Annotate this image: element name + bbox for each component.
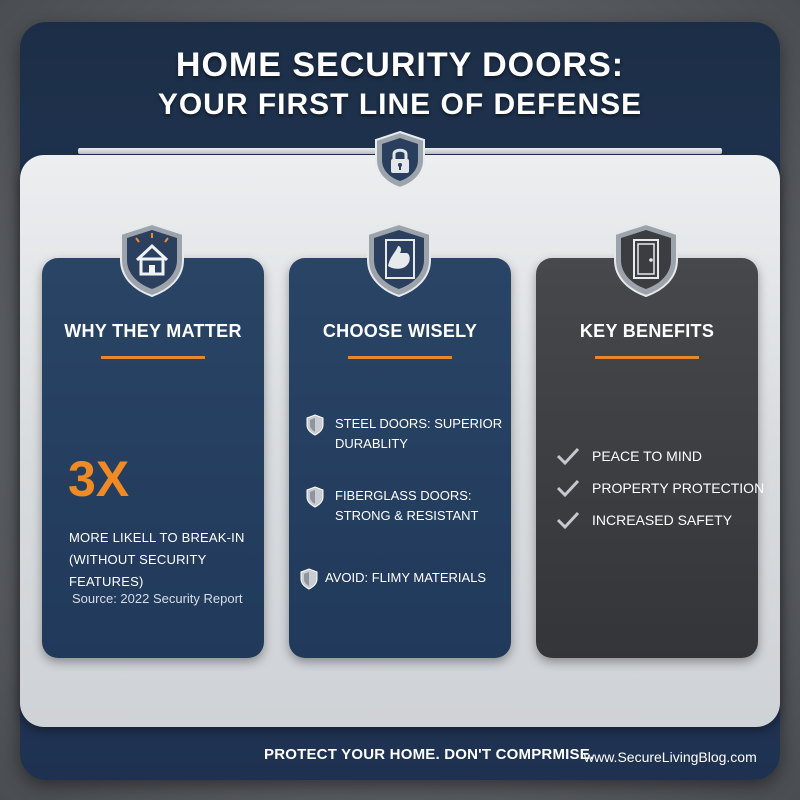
page-title-line2: YOUR FIRST LINE OF DEFENSE [157,88,643,121]
option-line1: AVOID: FLIMY MATERIALS [325,570,487,585]
door-icon [614,222,678,298]
card-choose-wisely: CHOOSE WISELY STEEL DOORS: SUPERIOR DURA… [289,258,511,658]
checkmark-icon [556,447,580,466]
stat-source: Source: 2022 Security Report [72,591,243,606]
shield-icon [306,486,324,508]
card-title: KEY BENEFITS [579,321,715,341]
stat-line2: (WITHOUT SECURITY FEATURES) [69,552,207,589]
card-why-they-matter: WHY THEY MATTER 3X MORE LIKELL TO BREAK-… [42,258,264,658]
shield-icon [300,568,318,590]
card-title: WHY THEY MATTER [64,321,242,341]
card-key-benefits: KEY BENEFITS PEACE TO MIND PROPERTY PROT… [536,258,764,658]
checkmark-icon [556,479,580,498]
page-title-line1: HOME SECURITY DOORS: [175,46,625,84]
padlock-shield-icon [375,130,425,190]
stat-value: 3X [68,451,130,507]
title-underline [348,356,452,359]
benefit-label: PROPERTY PROTECTION [592,480,765,496]
title-underline [595,356,699,359]
option-line2: DURABLITY [335,436,408,451]
option-line1: STEEL DOORS: SUPERIOR [335,416,503,431]
stat-line1: MORE LIKELL TO BREAK-IN [69,530,245,545]
stat-description: MORE LIKELL TO BREAK-IN (WITHOUT SECURIT… [69,527,264,593]
option-line2: STRONG & RESISTANT [335,508,479,523]
house-icon [120,222,184,298]
benefit-label: PEACE TO MIND [592,448,702,464]
checkmark-icon [556,511,580,530]
strong-arm-door-icon [367,222,431,298]
title-underline [101,356,205,359]
option-line1: FIBERGLASS DOORS: [335,488,472,503]
card-title: CHOOSE WISELY [322,321,478,341]
benefit-label: INCREASED SAFETY [592,512,733,528]
footer-website-link[interactable]: www.SecureLivingBlog.com [584,749,757,765]
shield-icon [306,414,324,436]
footer-slogan: PROTECT YOUR HOME. DON'T COMPRMISE. [264,746,595,763]
